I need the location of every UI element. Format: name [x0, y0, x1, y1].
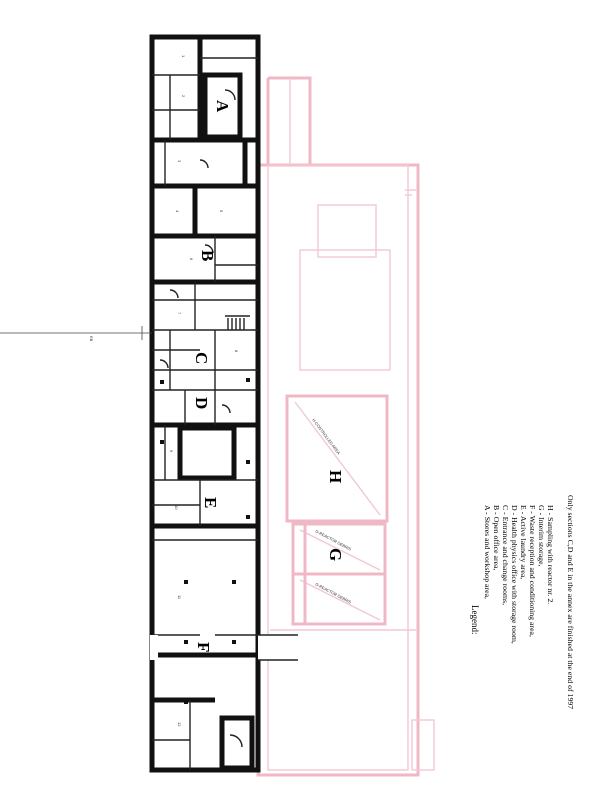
section-h-region	[285, 394, 389, 523]
section-letter-g: G	[326, 548, 345, 561]
room-code: 2	[181, 95, 186, 98]
legend: Legend: A - Stores and workshop area, B …	[470, 495, 575, 709]
section-letter-a: A	[213, 100, 232, 113]
legend-item-a: A - Stores and workshop area,	[483, 505, 492, 599]
legend-item-b: B - Open office area,	[492, 505, 501, 570]
section-cut-line	[0, 326, 152, 340]
room-code: 12	[177, 722, 182, 727]
section-letter-f: F	[194, 642, 213, 652]
room-codes: 1 2 3 4 5 6 7 8 9 10 11 12	[169, 55, 239, 727]
legend-item-g: G - Interim storage,	[537, 505, 546, 567]
room-code: 3	[177, 160, 182, 163]
room-code: 1	[181, 55, 186, 58]
reactor-hall-outline	[256, 76, 435, 777]
section-g-region	[291, 522, 387, 626]
room-code: 9	[169, 450, 174, 453]
legend-item-c: C - Entrance and change rooms,	[501, 505, 510, 605]
room-code: 8	[234, 350, 239, 353]
section-letter-c: C	[192, 352, 211, 364]
room-code: 11	[177, 595, 182, 600]
section-letter-e: E	[201, 497, 220, 508]
legend-title: Legend:	[470, 605, 480, 635]
room-code: 4	[175, 210, 180, 213]
hall-note-g-lower: G-REACTOR DEBRIS	[315, 581, 353, 604]
room-code: 5	[219, 210, 224, 213]
section-cut-mark: EB	[89, 336, 94, 342]
section-letter-d: D	[192, 397, 211, 409]
room-code: 6	[189, 258, 194, 261]
legend-item-h: H - Sampling with reactor nr. 2.	[546, 505, 555, 604]
legend-item-f: F - Waste reception and conditioning are…	[528, 505, 537, 637]
legend-item-d: D - Health physics office with storage r…	[510, 505, 519, 644]
legend-note: Only sections C,D and E in the annex are…	[566, 495, 575, 709]
room-code: 10	[174, 505, 179, 510]
annex-partitions	[152, 57, 258, 770]
section-letter-h: H	[326, 470, 345, 483]
room-code: 7	[177, 312, 182, 315]
hall-note-h: H-CONTROLLED AREA	[311, 418, 341, 456]
legend-item-e: E - Active laundry area,	[519, 505, 528, 579]
section-letter-b: B	[198, 250, 217, 261]
structural-columns	[160, 234, 250, 704]
annex-walls	[149, 34, 261, 773]
section-letters: A B C D E F G H	[192, 100, 345, 652]
hall-openings	[150, 634, 298, 661]
